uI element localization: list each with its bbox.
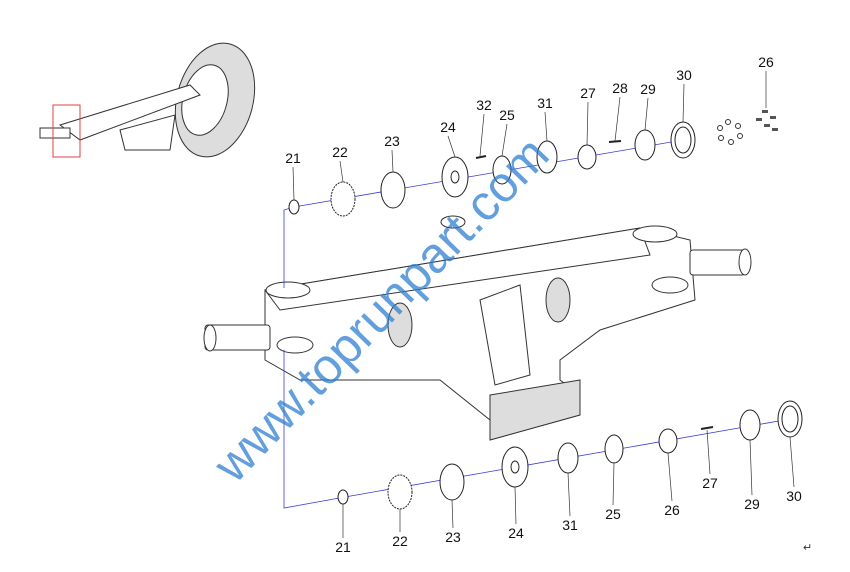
part-number-label: 27 xyxy=(580,85,596,101)
part-number-label: 22 xyxy=(332,144,348,160)
leader-line xyxy=(451,499,454,529)
part-number-label: 27 xyxy=(702,475,718,491)
part-number-label: 30 xyxy=(676,67,692,83)
part-number-label: 21 xyxy=(335,539,351,555)
part-number-label: 29 xyxy=(744,496,760,512)
leader-line xyxy=(586,101,589,146)
leader-line xyxy=(706,429,711,475)
part-number-label: 26 xyxy=(664,502,680,518)
part-number-label: 23 xyxy=(445,529,461,545)
part-number-label: 22 xyxy=(392,533,408,549)
part-number-label: 23 xyxy=(384,133,400,149)
leader-line xyxy=(479,113,485,157)
leader-line xyxy=(544,111,548,142)
leader-line xyxy=(789,436,795,488)
leader-line xyxy=(339,160,344,183)
leader-line xyxy=(682,83,685,123)
part-number-label: 31 xyxy=(562,517,578,533)
bottom-row-parts xyxy=(337,400,803,510)
leader-line xyxy=(644,97,649,131)
leader-line xyxy=(447,135,456,158)
leader-line xyxy=(614,96,621,142)
part-number-label: 28 xyxy=(612,80,628,96)
part-number-label: 25 xyxy=(499,107,515,123)
part-number-label: 24 xyxy=(508,525,524,541)
inset-wheel-assembly xyxy=(39,42,256,158)
bottom-row-labels: 21 22 23 24 31 25 26 27 29 30 xyxy=(335,429,802,555)
leader-line xyxy=(514,486,517,525)
leader-line xyxy=(501,123,508,157)
part-number-label: 25 xyxy=(605,506,621,522)
leader-line xyxy=(612,462,615,506)
leader-line xyxy=(292,166,295,201)
part-number-label: 24 xyxy=(440,119,456,135)
leader-line xyxy=(567,472,571,517)
part-number-label: 29 xyxy=(640,81,656,97)
top-row-parts xyxy=(288,110,778,217)
part-number-label: 31 xyxy=(537,95,553,111)
leader-line xyxy=(749,439,753,496)
part-number-label: 32 xyxy=(476,97,492,113)
leader-line xyxy=(391,149,394,173)
part-number-label: 30 xyxy=(786,488,802,504)
part-number-label: 21 xyxy=(285,150,301,166)
part-number-label: 26 xyxy=(758,54,774,70)
axle-housing xyxy=(203,215,752,441)
highlight-box xyxy=(52,104,81,158)
leader-line xyxy=(667,452,673,502)
return-mark: ↵ xyxy=(803,542,812,554)
top-row-labels: 21 22 23 24 32 25 31 27 28 29 30 26 xyxy=(285,54,774,201)
